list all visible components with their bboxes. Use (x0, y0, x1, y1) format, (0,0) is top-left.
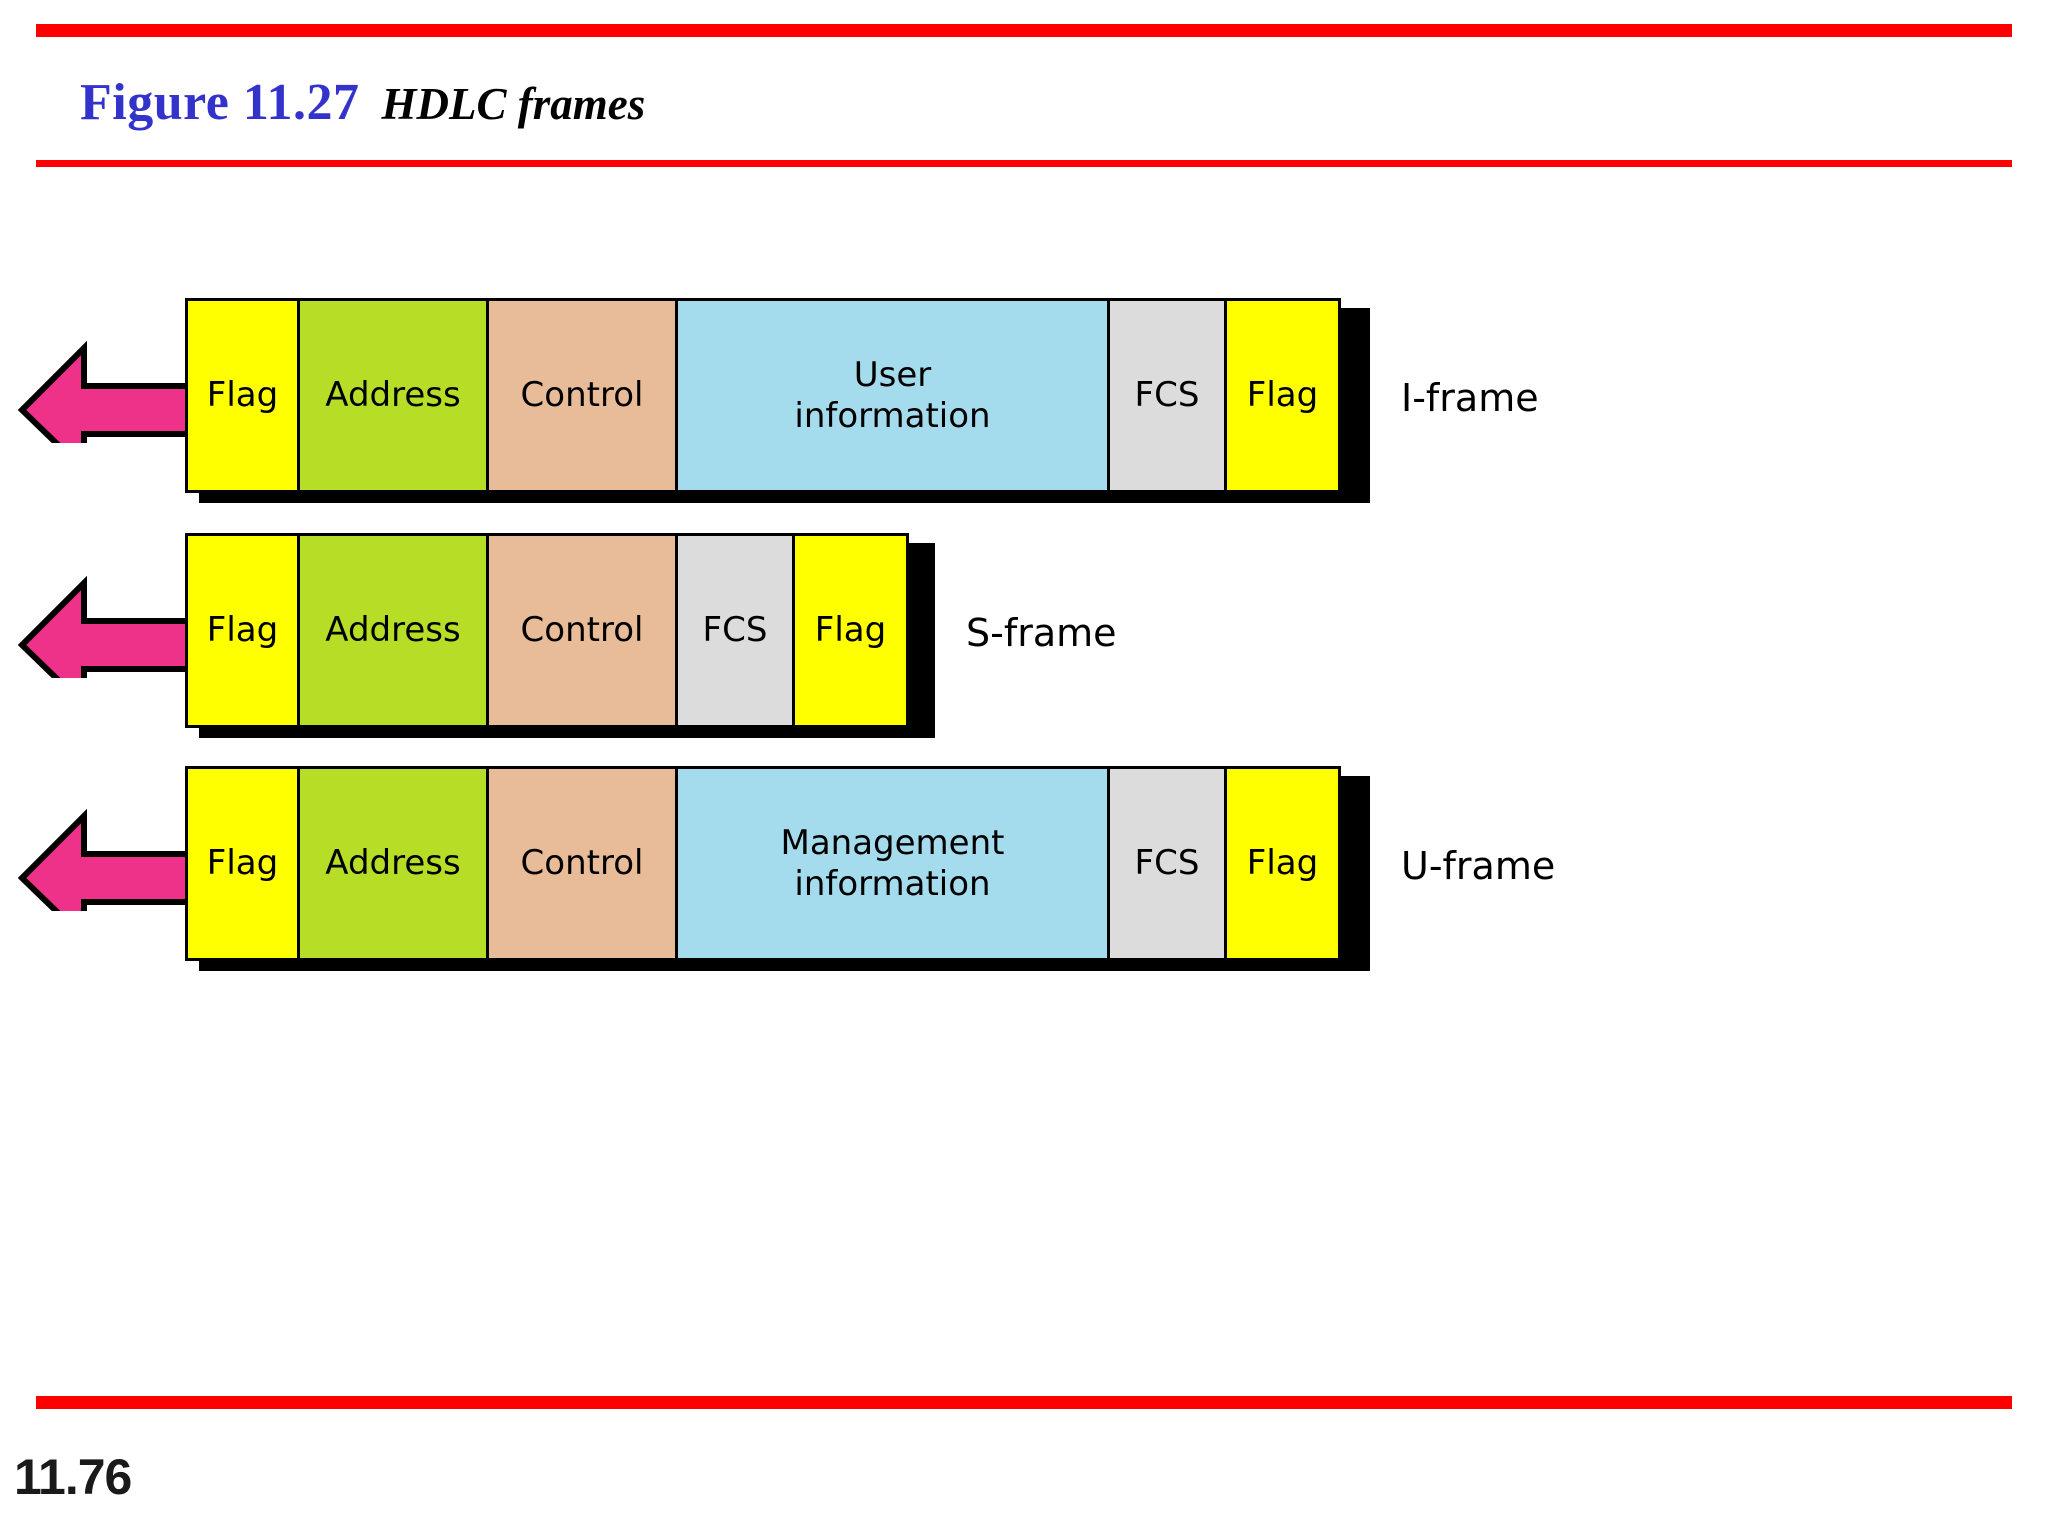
frame-segment-information: User information (675, 298, 1110, 493)
frame-segment-control: Control (486, 298, 678, 493)
frame-segment-flag: Flag (185, 298, 300, 493)
frame-type-label-i-frame: I-frame (1401, 376, 1539, 420)
frame-segment-fcs: FCS (1107, 298, 1227, 493)
frame-segment-flag-end: Flag (1224, 766, 1341, 961)
frame-segment-address: Address (297, 533, 489, 728)
left-arrow-icon (18, 553, 193, 678)
figure-title: HDLC frames (381, 79, 646, 129)
frame-segment-flag: Flag (185, 766, 300, 961)
frame-segment-address: Address (297, 298, 489, 493)
frame-segment-control: Control (486, 533, 678, 728)
frame-segment-fcs: FCS (1107, 766, 1227, 961)
frame-segment-fcs: FCS (675, 533, 795, 728)
left-arrow-icon (18, 318, 193, 443)
caption-red-rule (36, 160, 2012, 167)
frame-segment-flag-end: Flag (792, 533, 909, 728)
left-arrow-icon (18, 786, 193, 911)
top-red-rule (36, 24, 2012, 37)
frame-segment-control: Control (486, 766, 678, 961)
frame-type-label-s-frame: S-frame (966, 611, 1117, 655)
page-number: 11.76 (14, 1449, 132, 1505)
frame-segment-address: Address (297, 766, 489, 961)
frame-segment-information: Management information (675, 766, 1110, 961)
figure-number: Figure 11.27 (80, 74, 360, 131)
figure-caption: Figure 11.27 HDLC frames (80, 77, 645, 129)
bottom-red-rule (36, 1396, 2012, 1409)
frame-type-label-u-frame: U-frame (1401, 844, 1556, 888)
frame-segment-flag: Flag (185, 533, 300, 728)
frame-segment-flag-end: Flag (1224, 298, 1341, 493)
